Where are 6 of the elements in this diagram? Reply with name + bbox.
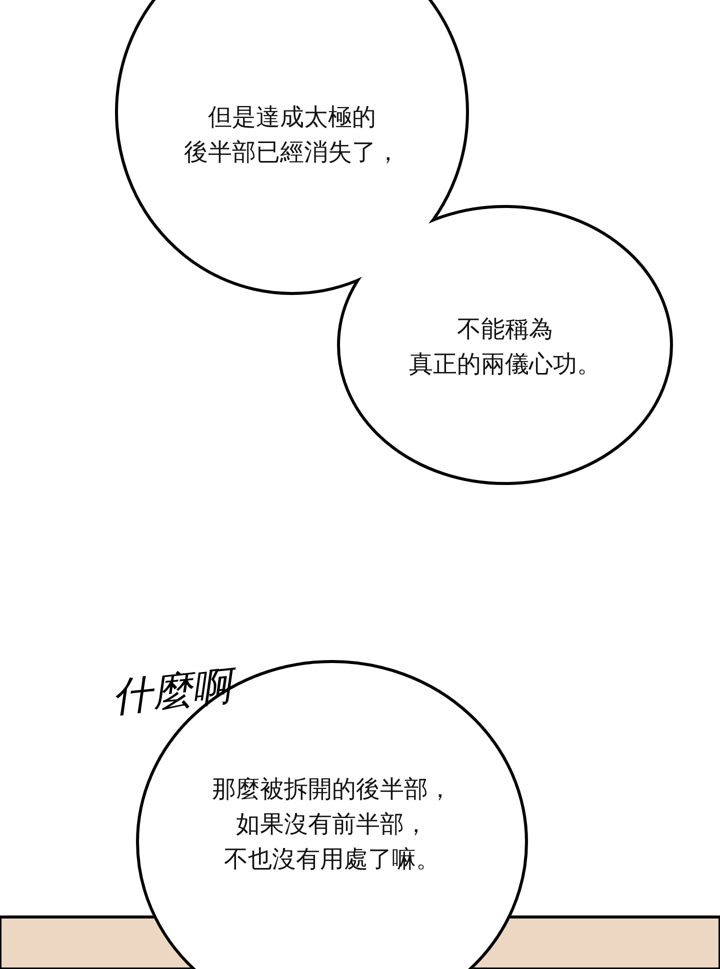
speech-bubble [115,0,469,295]
dialogue-text: 不能稱為真正的兩儀心功。 [408,314,602,380]
speech-bubble [337,205,673,485]
dialogue-text: 那麼被拆開的後半部，如果沒有前半部，不也沒有用處了嘛。 [211,774,453,875]
sound-effect-text: 什麼啊 [110,662,234,722]
dialogue-text: 但是達成太極的後半部已經消失了， [183,102,401,168]
